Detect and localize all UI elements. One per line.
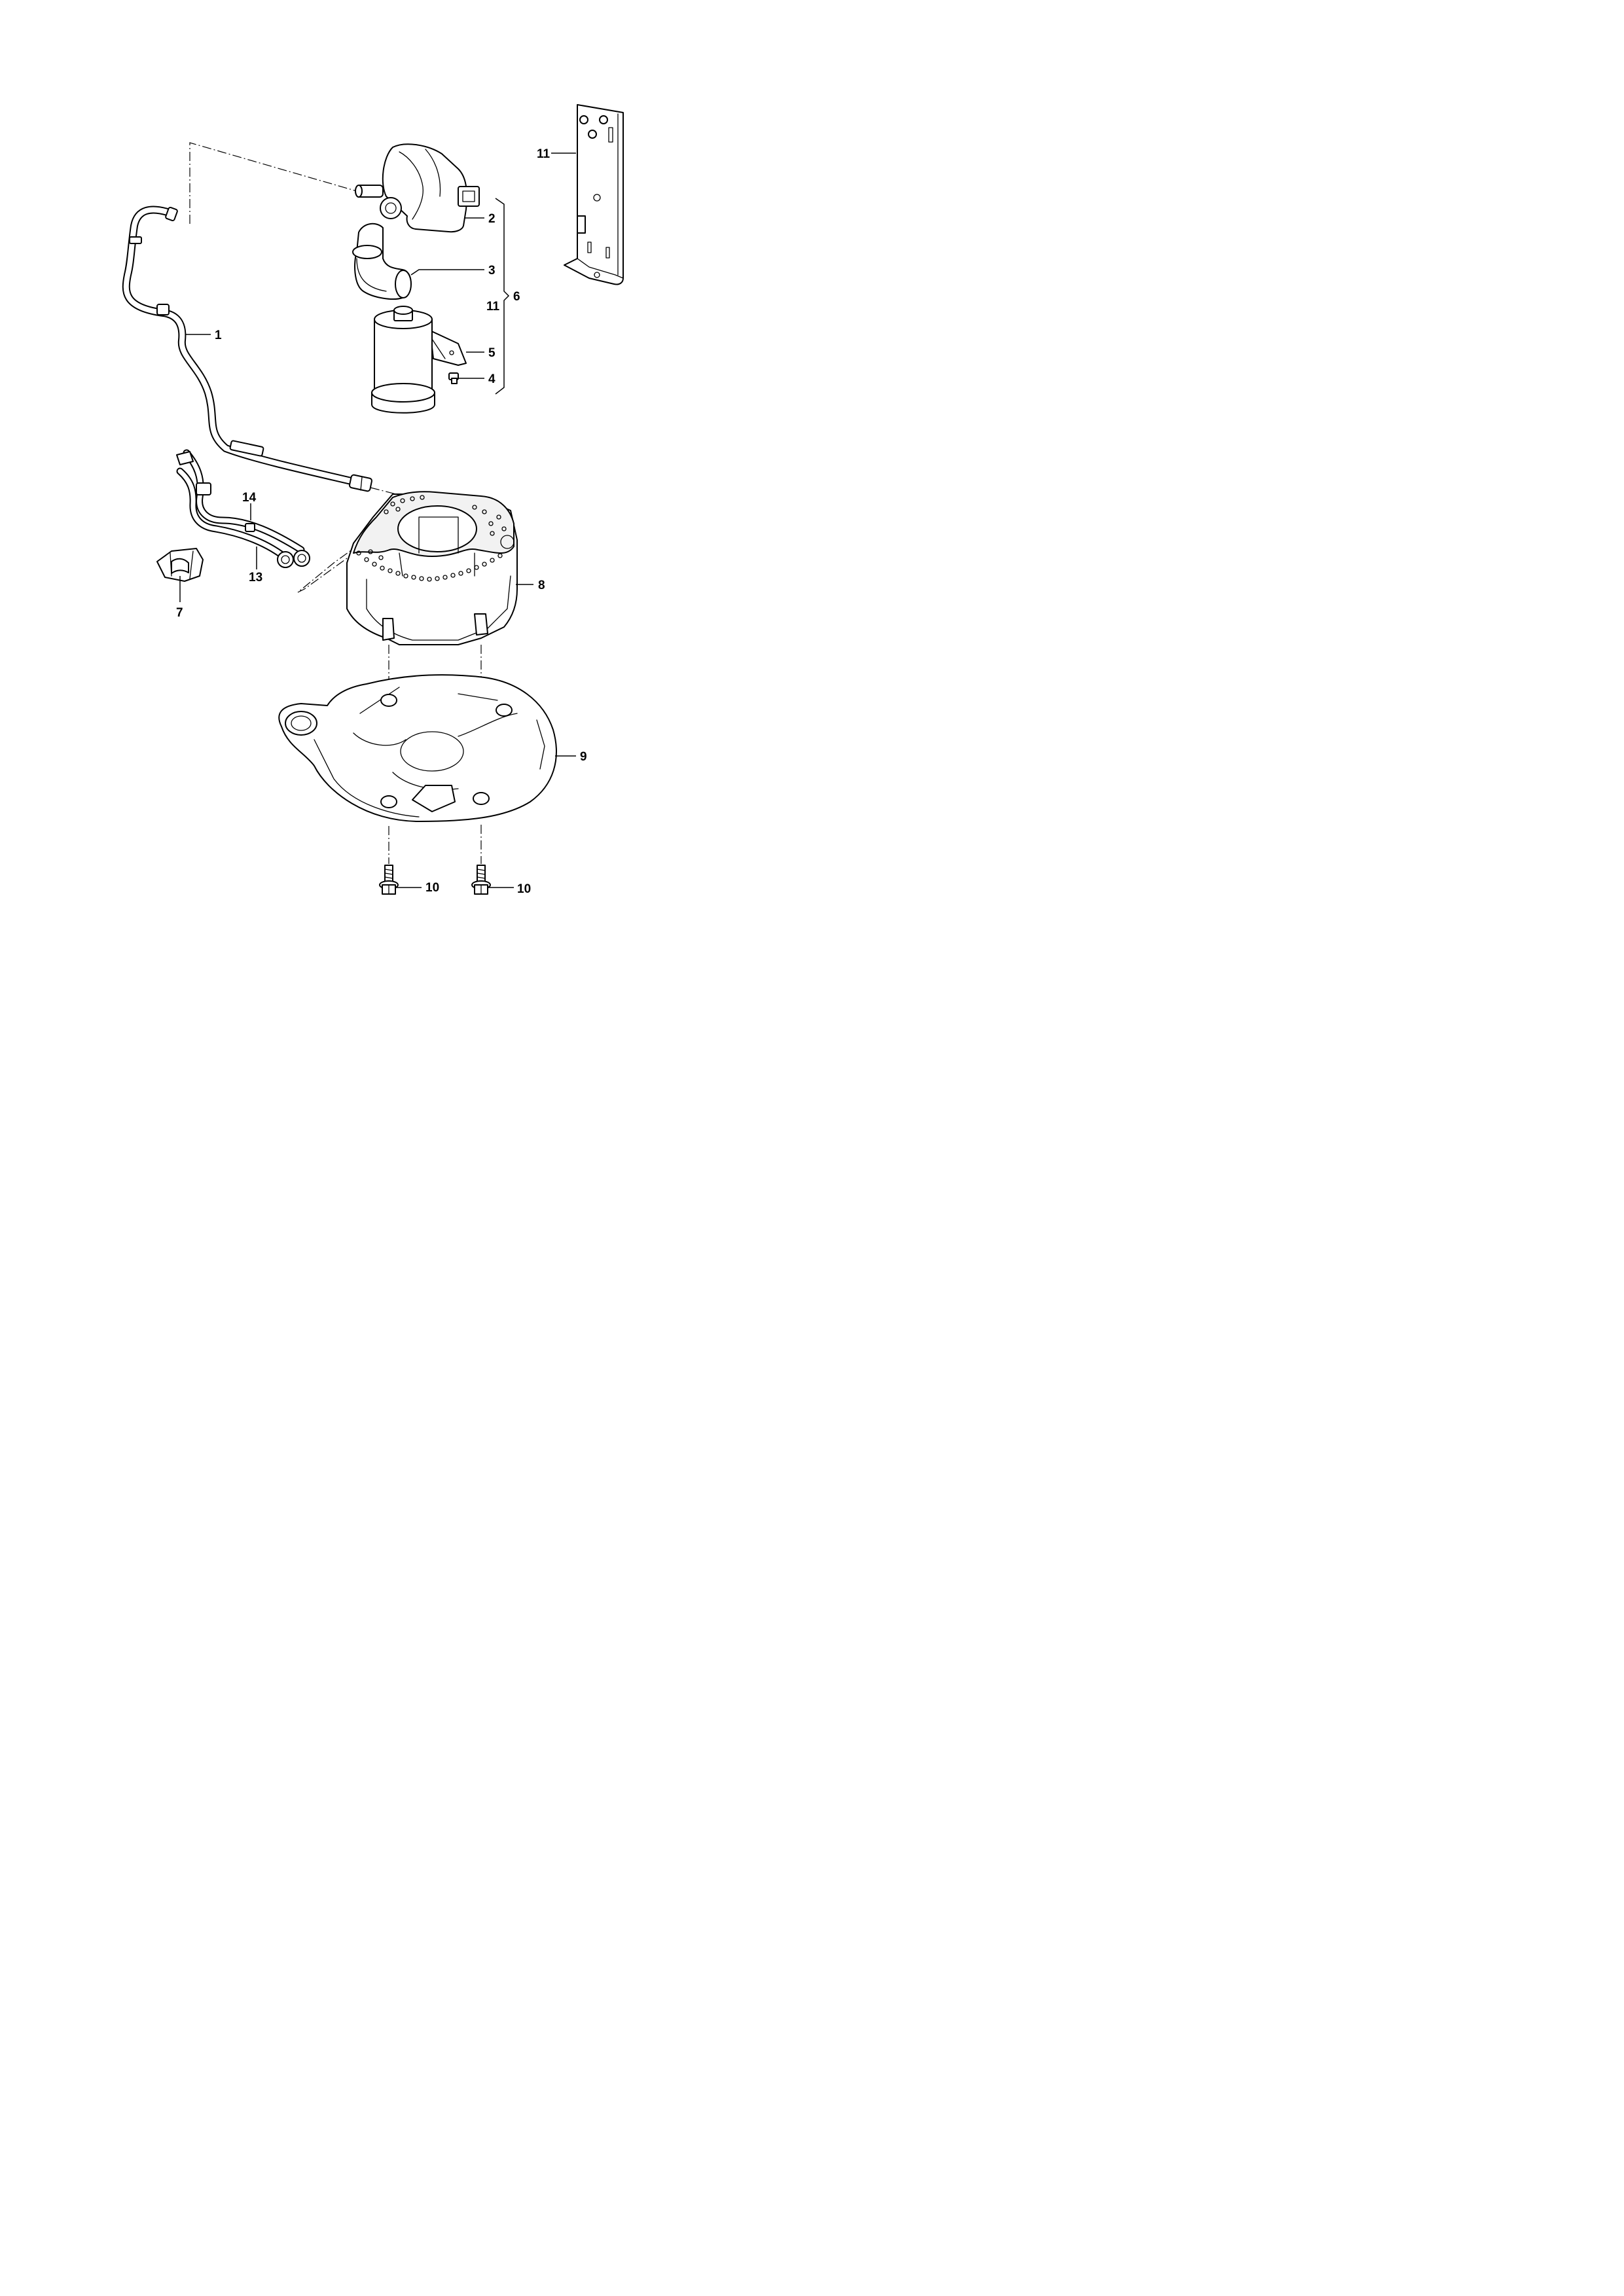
callout-1: 1 bbox=[215, 329, 222, 342]
callout-6: 6 bbox=[513, 290, 520, 304]
callout-10-left: 10 bbox=[425, 881, 439, 895]
callout-9: 9 bbox=[580, 750, 587, 764]
callout-14: 14 bbox=[242, 491, 257, 505]
canister-part-5 bbox=[371, 306, 467, 414]
valve-part-2 bbox=[355, 143, 480, 233]
callout-3: 3 bbox=[488, 264, 496, 278]
tray-dimple-pattern bbox=[356, 495, 507, 582]
callout-5: 5 bbox=[488, 346, 496, 360]
leader-lines bbox=[179, 152, 576, 888]
callout-10-right: 10 bbox=[517, 882, 531, 896]
callout-8: 8 bbox=[538, 579, 545, 592]
callout-7: 7 bbox=[176, 606, 183, 620]
callout-labels: 1 2 3 11 6 5 4 11 14 13 7 8 9 10 10 bbox=[176, 147, 587, 896]
callout-11-group: 11 bbox=[486, 300, 500, 314]
tray-part-8 bbox=[346, 491, 518, 645]
bracket-part-11 bbox=[564, 104, 624, 285]
short-hoses-parts-13-14 bbox=[176, 449, 310, 568]
screw-part-10-left bbox=[379, 865, 399, 895]
bolt-part-4 bbox=[448, 372, 459, 384]
hose-part-1 bbox=[122, 206, 372, 492]
base-plate-part-9 bbox=[278, 674, 557, 822]
callout-2: 2 bbox=[488, 212, 496, 226]
callout-4: 4 bbox=[488, 372, 496, 386]
callout-13: 13 bbox=[249, 571, 262, 584]
callout-11-bracket: 11 bbox=[537, 147, 550, 161]
group-brace bbox=[495, 198, 510, 395]
screw-part-10-right bbox=[471, 865, 491, 895]
clip-part-7 bbox=[156, 548, 204, 582]
elbow-hose-part-3 bbox=[352, 223, 412, 300]
parts-diagram: 1 2 3 11 6 5 4 11 14 13 7 8 9 10 10 bbox=[122, 104, 624, 896]
